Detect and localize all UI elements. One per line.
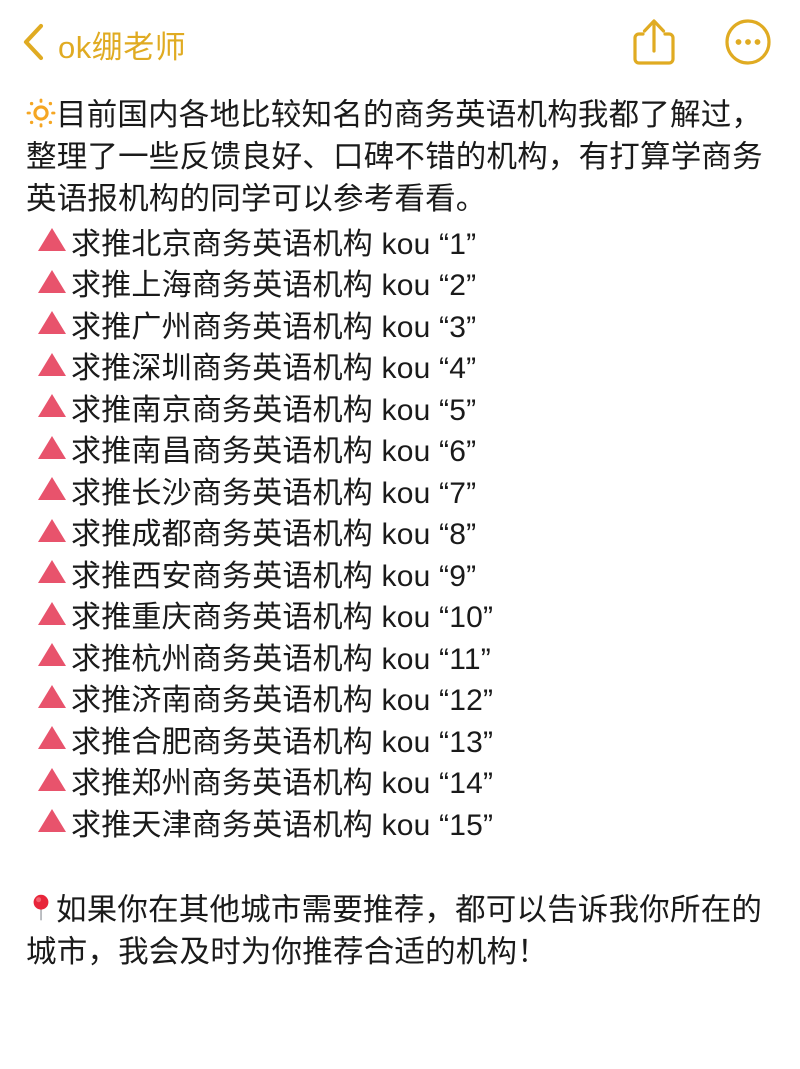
red-triangle-icon xyxy=(38,269,66,293)
more-options-button[interactable] xyxy=(722,18,774,70)
list-item-label: 求推郑州商务英语机构 kou “14” xyxy=(71,767,494,801)
list-item[interactable]: 求推天津商务英语机构 kou “15” xyxy=(26,801,776,843)
red-triangle-icon xyxy=(38,643,66,667)
intro-paragraph: 目前国内各地比较知名的商务英语机构我都了解过，整理了一些反馈良好、口碑不错的机构… xyxy=(26,94,776,220)
red-triangle-icon xyxy=(38,518,66,542)
list-item[interactable]: 求推南昌商务英语机构 kou “6” xyxy=(26,428,776,470)
round-pushpin-icon xyxy=(26,893,56,923)
red-triangle-icon xyxy=(38,477,66,501)
list-item-label: 求推西安商务英语机构 kou “9” xyxy=(71,559,477,593)
red-triangle-icon xyxy=(38,684,66,708)
section-gap xyxy=(26,843,776,889)
list-item[interactable]: 求推郑州商务英语机构 kou “14” xyxy=(26,760,776,802)
list-item[interactable]: 求推广州商务英语机构 kou “3” xyxy=(26,303,776,345)
list-item[interactable]: 求推上海商务英语机构 kou “2” xyxy=(26,262,776,304)
list-item-label: 求推南昌商务英语机构 kou “6” xyxy=(71,435,477,469)
red-triangle-icon xyxy=(38,352,66,376)
red-triangle-icon xyxy=(38,435,66,459)
list-item[interactable]: 求推济南商务英语机构 kou “12” xyxy=(26,677,776,719)
red-triangle-icon xyxy=(38,601,66,625)
red-triangle-icon xyxy=(38,726,66,750)
list-item-label: 求推成都商务英语机构 kou “8” xyxy=(71,518,477,552)
back-button[interactable] xyxy=(14,21,52,67)
list-item-label: 求推北京商务英语机构 kou “1” xyxy=(71,227,477,261)
list-item[interactable]: 求推南京商务英语机构 kou “5” xyxy=(26,386,776,428)
sun-icon xyxy=(26,98,56,128)
list-item-label: 求推杭州商务英语机构 kou “11” xyxy=(71,642,491,676)
list-item[interactable]: 求推西安商务英语机构 kou “9” xyxy=(26,552,776,594)
list-item[interactable]: 求推长沙商务英语机构 kou “7” xyxy=(26,469,776,511)
outro-paragraph: 如果你在其他城市需要推荐，都可以告诉我你所在的城市，我会及时为你推荐合适的机构！ xyxy=(26,889,776,973)
list-item[interactable]: 求推杭州商务英语机构 kou “11” xyxy=(26,635,776,677)
outro-text: 如果你在其他城市需要推荐，都可以告诉我你所在的城市，我会及时为你推荐合适的机构！ xyxy=(26,892,763,969)
share-button[interactable] xyxy=(628,18,680,70)
red-triangle-icon xyxy=(38,809,66,833)
red-triangle-icon xyxy=(38,560,66,584)
red-triangle-icon xyxy=(38,394,66,418)
list-item-label: 求推天津商务英语机构 kou “15” xyxy=(71,808,494,842)
list-item-label: 求推长沙商务英语机构 kou “7” xyxy=(71,476,477,510)
list-item-label: 求推重庆商务英语机构 kou “10” xyxy=(71,601,494,635)
list-item[interactable]: 求推成都商务英语机构 kou “8” xyxy=(26,511,776,553)
chevron-left-icon xyxy=(21,23,45,66)
list-item-label: 求推深圳商务英语机构 kou “4” xyxy=(71,352,477,386)
intro-text: 目前国内各地比较知名的商务英语机构我都了解过，整理了一些反馈良好、口碑不错的机构… xyxy=(26,98,763,216)
list-item[interactable]: 求推北京商务英语机构 kou “1” xyxy=(26,220,776,262)
city-list: 求推北京商务英语机构 kou “1” 求推上海商务英语机构 kou “2” 求推… xyxy=(26,220,776,843)
list-item[interactable]: 求推重庆商务英语机构 kou “10” xyxy=(26,594,776,636)
list-item-label: 求推合肥商务英语机构 kou “13” xyxy=(71,725,494,759)
red-triangle-icon xyxy=(38,311,66,335)
more-dots-circle-icon xyxy=(724,18,772,71)
list-item-label: 求推广州商务英语机构 kou “3” xyxy=(71,310,477,344)
page-title: ok绷老师 xyxy=(58,29,187,65)
red-triangle-icon xyxy=(38,228,66,252)
share-upload-icon xyxy=(631,17,677,72)
app-header: ok绷老师 xyxy=(0,0,800,88)
list-item[interactable]: 求推深圳商务英语机构 kou “4” xyxy=(26,345,776,387)
list-item[interactable]: 求推合肥商务英语机构 kou “13” xyxy=(26,718,776,760)
red-triangle-icon xyxy=(38,767,66,791)
list-item-label: 求推南京商务英语机构 kou “5” xyxy=(71,393,477,427)
list-item-label: 求推上海商务英语机构 kou “2” xyxy=(71,269,477,303)
list-item-label: 求推济南商务英语机构 kou “12” xyxy=(71,684,494,718)
post-body: 目前国内各地比较知名的商务英语机构我都了解过，整理了一些反馈良好、口碑不错的机构… xyxy=(0,94,800,973)
